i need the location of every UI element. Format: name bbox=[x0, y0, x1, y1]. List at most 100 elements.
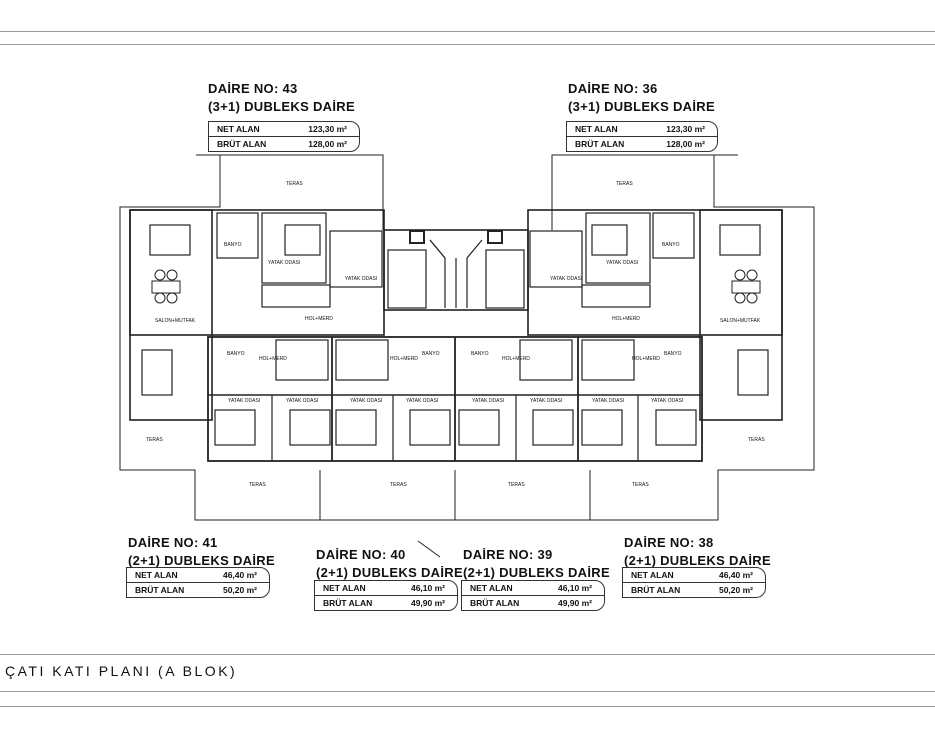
apt-41-stair bbox=[275, 339, 329, 381]
room-label-teras-right: TERAS bbox=[748, 437, 765, 443]
unit-43-type: (3+1) DUBLEKS DAİRE bbox=[208, 99, 355, 114]
net-area-label: NET ALAN bbox=[631, 570, 674, 580]
unit-36-net-value: 123,30 m² bbox=[666, 124, 705, 134]
room-label-yatak-41a: YATAK ODASI bbox=[228, 398, 261, 404]
unit-39-number: DAİRE NO: 39 bbox=[463, 547, 553, 562]
unit-43-gross-value: 128,00 m² bbox=[308, 139, 347, 149]
unit-43-area-table: NET ALAN 123,30 m² BRÜT ALAN 128,00 m² bbox=[208, 121, 360, 152]
unit-40-area-table: NET ALAN 46,10 m² BRÜT ALAN 49,90 m² bbox=[314, 580, 458, 611]
room-label-teras-top-right: TERAS bbox=[616, 181, 633, 187]
room-label-banyo-38: BANYO bbox=[664, 351, 682, 357]
room-label-yatak-36b: YATAK ODASI bbox=[550, 276, 583, 282]
unit-41-net-value: 46,40 m² bbox=[222, 570, 257, 580]
unit-40-gross-value: 49,90 m² bbox=[410, 598, 445, 608]
unit-40-gross-row: BRÜT ALAN 49,90 m² bbox=[315, 595, 457, 610]
room-label-salon-36: SALON+MUTFAK bbox=[720, 318, 761, 324]
room-label-banyo-40: BANYO bbox=[422, 351, 440, 357]
net-area-label: NET ALAN bbox=[323, 583, 366, 593]
net-area-label: NET ALAN bbox=[575, 124, 618, 134]
unit-38-gross-row: BRÜT ALAN 50,20 m² bbox=[623, 582, 765, 597]
room-label-hol-39: HOL+MERD bbox=[502, 356, 530, 362]
gross-area-label: BRÜT ALAN bbox=[470, 598, 520, 608]
stair-core bbox=[383, 229, 529, 311]
unit-43-heading: DAİRE NO: 43 (3+1) DUBLEKS DAİRE bbox=[208, 81, 355, 114]
net-area-label: NET ALAN bbox=[135, 570, 178, 580]
room-label-teras-39: TERAS bbox=[508, 482, 525, 488]
frame-line-top-1 bbox=[0, 31, 935, 32]
apt-40-stair bbox=[335, 339, 389, 381]
apt-36-bed1 bbox=[585, 212, 651, 284]
unit-41-type: (2+1) DUBLEKS DAİRE bbox=[128, 553, 275, 568]
room-label-yatak-43b: YATAK ODASI bbox=[345, 276, 378, 282]
room-label-banyo-39: BANYO bbox=[471, 351, 489, 357]
unit-38-net-value: 46,40 m² bbox=[718, 570, 753, 580]
room-label-hol-36: HOL+MERD bbox=[612, 316, 640, 322]
room-label-yatak-38b: YATAK ODASI bbox=[651, 398, 684, 404]
gross-area-label: BRÜT ALAN bbox=[323, 598, 373, 608]
unit-43-net-row: NET ALAN 123,30 m² bbox=[209, 122, 359, 136]
room-label-yatak-41b: YATAK ODASI bbox=[286, 398, 319, 404]
terrace-top-right bbox=[551, 154, 714, 230]
chimney-right bbox=[487, 230, 503, 244]
room-label-yatak-40b: YATAK ODASI bbox=[406, 398, 439, 404]
apt-39-stair bbox=[519, 339, 573, 381]
apt-43-salon bbox=[129, 209, 213, 421]
unit-36-heading: DAİRE NO: 36 (3+1) DUBLEKS DAİRE bbox=[568, 81, 715, 114]
room-label-hol-41: HOL+MERD bbox=[259, 356, 287, 362]
net-area-label: NET ALAN bbox=[217, 124, 260, 134]
frame-line-bottom-1 bbox=[0, 654, 935, 655]
apt-36-stair bbox=[581, 284, 651, 308]
apt-38-stair bbox=[581, 339, 635, 381]
frame-line-bottom-2 bbox=[0, 691, 935, 692]
unit-40-number: DAİRE NO: 40 bbox=[316, 547, 406, 562]
unit-40-net-row: NET ALAN 46,10 m² bbox=[315, 581, 457, 595]
unit-36-number: DAİRE NO: 36 bbox=[568, 81, 658, 96]
room-label-teras-top-left: TERAS bbox=[286, 181, 303, 187]
unit-43-net-value: 123,30 m² bbox=[308, 124, 347, 134]
unit-40-net-value: 46,10 m² bbox=[410, 583, 445, 593]
unit-41-gross-value: 50,20 m² bbox=[222, 585, 257, 595]
terrace-outline-left bbox=[119, 154, 815, 521]
frame-line-top-2 bbox=[0, 44, 935, 45]
room-label-hol-38: HOL+MERD bbox=[632, 356, 660, 362]
room-label-teras-41: TERAS bbox=[249, 482, 266, 488]
apt-43-bed2 bbox=[329, 230, 383, 288]
room-label-yatak-39b: YATAK ODASI bbox=[530, 398, 563, 404]
unit-39-gross-value: 49,90 m² bbox=[557, 598, 592, 608]
unit-36-gross-value: 128,00 m² bbox=[666, 139, 705, 149]
room-label-hol-43: HOL+MERD bbox=[305, 316, 333, 322]
unit-39-type: (2+1) DUBLEKS DAİRE bbox=[463, 565, 610, 580]
room-label-banyo-36: BANYO bbox=[662, 242, 680, 248]
unit-39-gross-row: BRÜT ALAN 49,90 m² bbox=[462, 595, 604, 610]
gross-area-label: BRÜT ALAN bbox=[631, 585, 681, 595]
stair-flight bbox=[429, 239, 446, 308]
stair-shaft-right bbox=[485, 249, 525, 309]
room-label-salon-43: SALON+MUTFAK bbox=[155, 318, 196, 324]
room-label-yatak-38a: YATAK ODASI bbox=[592, 398, 625, 404]
chimney-left bbox=[409, 230, 425, 244]
room-label-yatak-40a: YATAK ODASI bbox=[350, 398, 383, 404]
apt-43-bath bbox=[216, 212, 259, 259]
gross-area-label: BRÜT ALAN bbox=[217, 139, 267, 149]
gross-area-label: BRÜT ALAN bbox=[135, 585, 185, 595]
apt-36-bed2 bbox=[529, 230, 583, 288]
unit-36-net-row: NET ALAN 123,30 m² bbox=[567, 122, 717, 136]
unit-40-heading: DAİRE NO: 40 (2+1) DUBLEKS DAİRE bbox=[316, 547, 463, 580]
unit-38-number: DAİRE NO: 38 bbox=[624, 535, 714, 550]
unit-38-gross-value: 50,20 m² bbox=[718, 585, 753, 595]
unit-41-area-table: NET ALAN 46,40 m² BRÜT ALAN 50,20 m² bbox=[126, 567, 270, 598]
unit-43-gross-row: BRÜT ALAN 128,00 m² bbox=[209, 136, 359, 151]
room-label-yatak-36a: YATAK ODASI bbox=[606, 260, 639, 266]
unit-38-heading: DAİRE NO: 38 (2+1) DUBLEKS DAİRE bbox=[624, 535, 771, 568]
unit-43-number: DAİRE NO: 43 bbox=[208, 81, 298, 96]
plan-title: ÇATI KATI PLANI (A BLOK) bbox=[5, 663, 238, 679]
terrace-top-left bbox=[220, 154, 384, 230]
unit-36-type: (3+1) DUBLEKS DAİRE bbox=[568, 99, 715, 114]
room-label-yatak-39a: YATAK ODASI bbox=[472, 398, 505, 404]
unit-40-type: (2+1) DUBLEKS DAİRE bbox=[316, 565, 463, 580]
stair-shaft-left bbox=[387, 249, 427, 309]
